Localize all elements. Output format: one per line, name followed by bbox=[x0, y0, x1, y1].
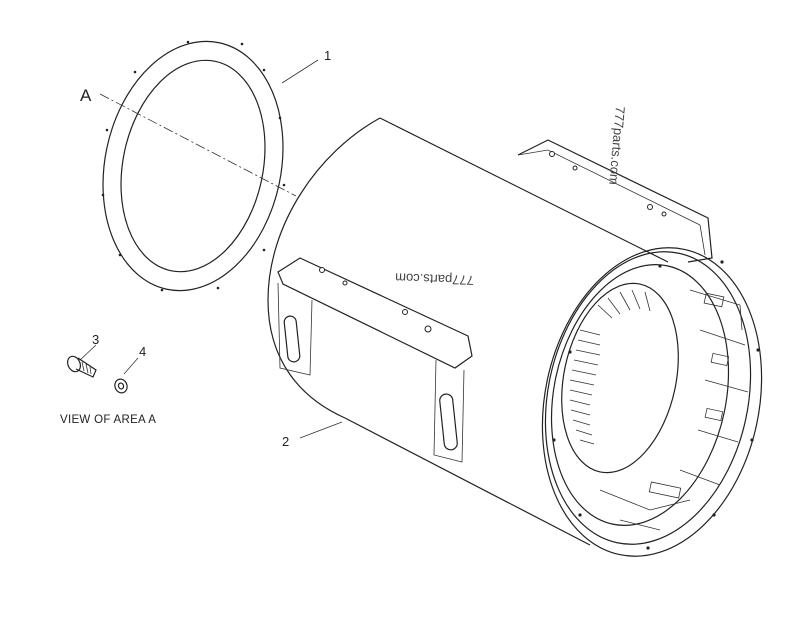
center-line bbox=[99, 93, 297, 197]
callout-4: 4 bbox=[139, 344, 146, 359]
watermark-upside-down: 777parts.com bbox=[395, 270, 474, 288]
callout-leaders bbox=[79, 59, 343, 439]
view-of-area-a-label: VIEW OF AREA A bbox=[60, 414, 156, 426]
housing-part-2 bbox=[267, 117, 763, 557]
callout-3: 3 bbox=[92, 332, 99, 347]
watermark-vertical: 777parts.com bbox=[606, 106, 628, 186]
callout-2: 2 bbox=[282, 434, 289, 449]
bolt-part-3 bbox=[66, 355, 97, 378]
ring-part-1 bbox=[101, 40, 286, 292]
washer-part-4 bbox=[114, 378, 128, 394]
area-a-label: A bbox=[80, 86, 92, 105]
callout-1: 1 bbox=[324, 48, 331, 63]
